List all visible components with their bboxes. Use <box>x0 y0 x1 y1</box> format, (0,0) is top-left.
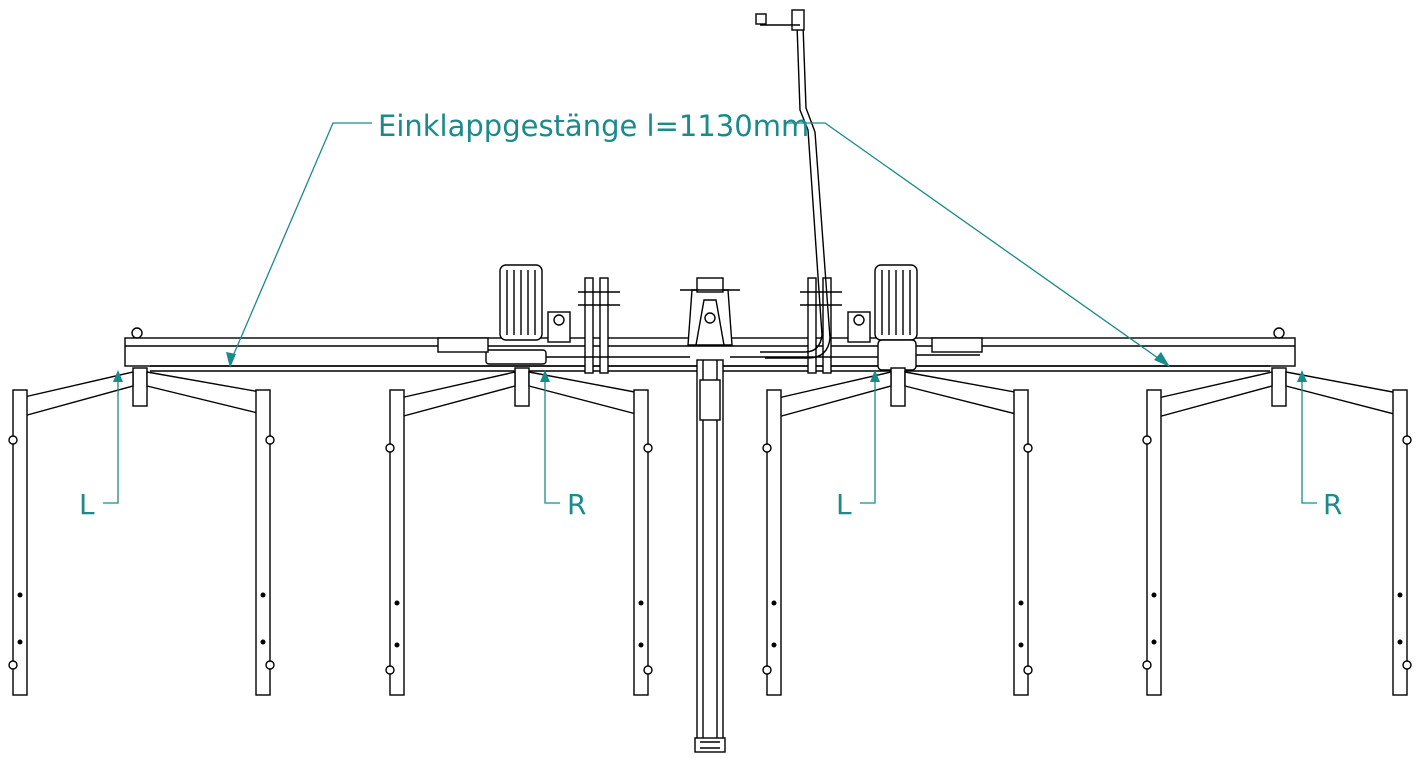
bolt-right <box>1273 327 1285 339</box>
hanger-4 <box>1142 367 1412 696</box>
hanger-1 <box>8 367 275 696</box>
marker-3-label: L <box>836 488 852 521</box>
marker-4-label: R <box>1323 488 1342 521</box>
hitch <box>694 737 726 753</box>
hanger-3 <box>762 367 1033 696</box>
leader-left <box>229 122 372 364</box>
leader-marker-3 <box>860 380 876 504</box>
marker-2-label: R <box>567 488 586 521</box>
machine-frame <box>8 9 1412 753</box>
leader-marker-2 <box>544 380 560 504</box>
leader-marker-4 <box>1301 380 1317 504</box>
leader-right <box>785 122 1166 364</box>
annotations: Einklappgestänge l=1130mm L R L R <box>79 109 1342 521</box>
hanger-2 <box>385 367 653 696</box>
main-label: Einklappgestänge l=1130mm <box>378 109 809 143</box>
hydraulic-hose <box>760 24 823 353</box>
marker-1-label: L <box>79 488 95 521</box>
arrow-right <box>1154 352 1170 367</box>
bolt-left <box>131 327 143 339</box>
arrow-left <box>226 352 236 368</box>
wheel-right <box>847 264 918 343</box>
hydraulic-cylinder <box>877 339 917 371</box>
wheel-left <box>499 264 571 343</box>
hose-bracket <box>791 9 805 31</box>
leader-marker-1 <box>103 380 119 504</box>
